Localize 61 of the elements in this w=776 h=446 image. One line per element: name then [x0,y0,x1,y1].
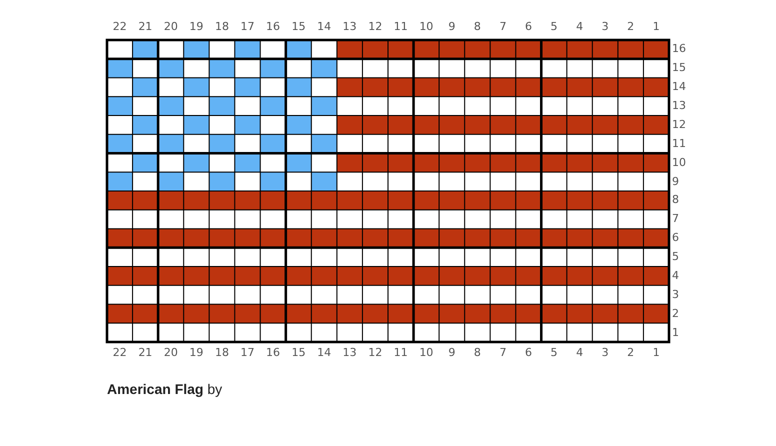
row-number: 16 [672,43,686,56]
row-number: 3 [672,288,679,301]
row-number: 1 [672,326,679,339]
column-number: 18 [214,347,229,359]
column-number: 6 [525,347,532,359]
column-number: 19 [189,21,204,33]
column-number: 5 [550,21,558,33]
column-number: 6 [525,21,532,33]
column-number: 14 [317,347,332,359]
column-number: 17 [240,21,254,33]
column-number: 14 [317,21,332,33]
column-number: 20 [164,347,178,359]
column-number: 1 [652,347,660,359]
row-number: 13 [672,100,686,112]
column-number: 4 [576,347,584,359]
column-number: 9 [448,347,456,359]
column-number: 2 [627,347,634,359]
row-number: 10 [672,156,686,169]
column-number: 21 [138,21,152,33]
column-number: 16 [266,347,280,359]
column-number: 20 [164,21,178,33]
column-number: 10 [419,347,434,359]
column-number: 13 [342,347,357,359]
column-number: 5 [550,347,558,359]
column-number: 1 [652,21,660,33]
column-number: 2 [627,21,634,33]
column-number: 22 [112,347,127,359]
column-number: 12 [368,21,382,33]
row-number: 5 [672,251,679,264]
chart-title: American Flag by [107,381,222,397]
column-number: 9 [448,21,456,33]
column-number: 8 [474,347,481,359]
row-number: 8 [672,194,679,206]
column-number: 16 [266,21,280,33]
row-number: 2 [672,308,679,320]
row-number: 15 [672,62,686,74]
column-number: 4 [576,21,584,33]
column-number: 10 [419,21,434,33]
column-number: 3 [602,21,609,33]
column-number: 22 [112,21,127,33]
column-number: 8 [474,21,481,33]
column-number: 3 [602,347,609,359]
column-number: 15 [292,347,306,359]
row-number: 7 [672,213,679,226]
row-number: 6 [672,232,679,244]
column-number: 15 [292,21,306,33]
column-number: 17 [240,347,254,359]
column-number: 19 [189,347,204,359]
row-number: 14 [672,81,686,94]
row-number: 11 [672,138,686,150]
column-number: 21 [138,347,152,359]
row-number: 12 [672,118,686,131]
row-number: 9 [672,176,679,188]
column-number: 7 [499,347,506,359]
column-number: 11 [394,347,408,359]
column-number: 7 [499,21,506,33]
row-number: 4 [672,270,679,282]
column-number: 11 [394,21,408,33]
column-number: 18 [214,21,229,33]
column-number: 12 [368,347,382,359]
column-number: 13 [342,21,357,33]
